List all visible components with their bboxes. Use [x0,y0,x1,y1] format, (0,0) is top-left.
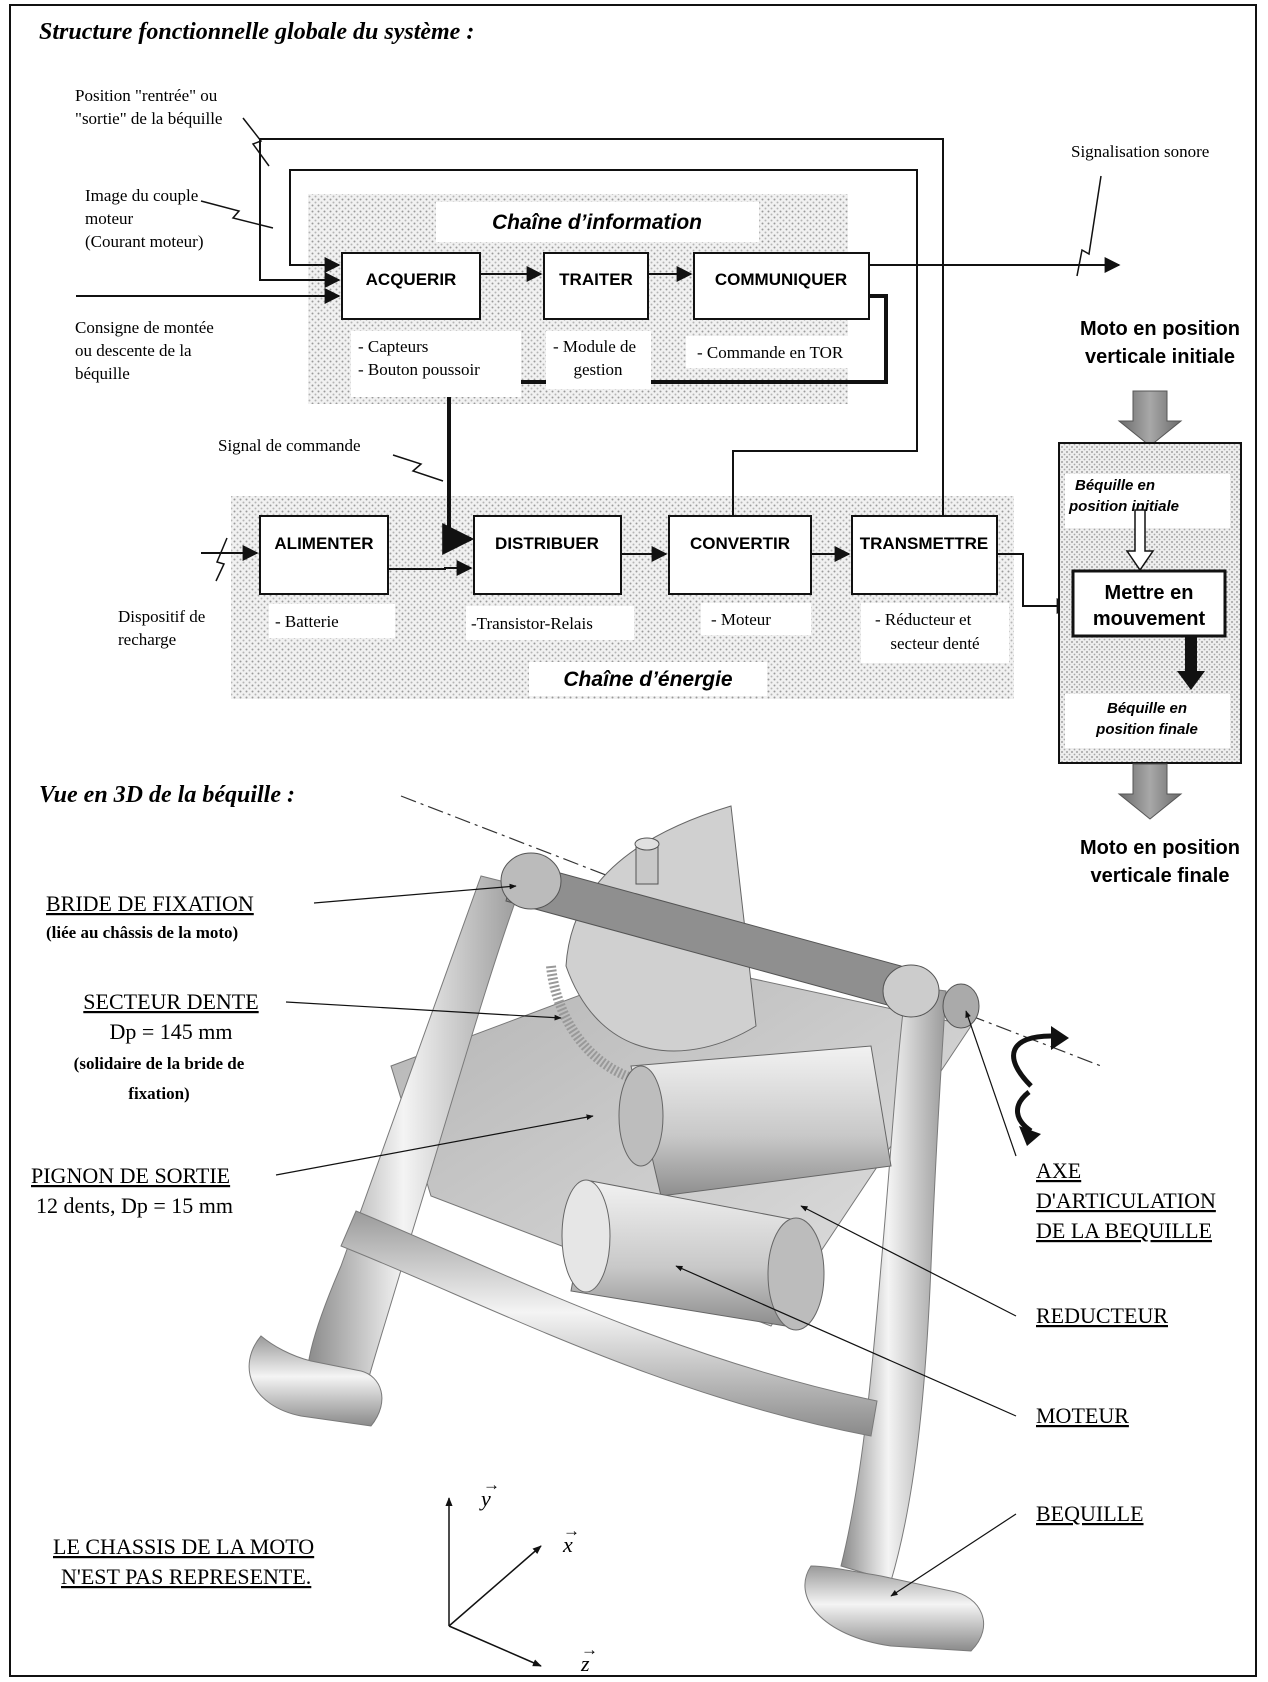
axe-line2: D'ARTICULATION [1036,1188,1216,1213]
input-consigne-line1: Consigne de montée [75,318,214,337]
secteur-dp: Dp = 145 mm [109,1019,232,1044]
lightning-marks [200,117,1102,582]
block-acquerir: ACQUERIR [341,252,481,320]
distribuer-label: DISTRIBUER [495,534,599,553]
bride-title: BRIDE DE FIXATION [46,891,254,916]
kickstand-3d-illustration [248,795,1102,1652]
traiter-component-2: gestion [573,360,623,379]
process-hollow-arrow [1125,509,1155,572]
axis-z-label: z [580,1651,590,1676]
document-page: Structure fonctionnelle globale du systè… [9,4,1257,1677]
block-traiter: TRAITER [543,252,649,320]
process-action-line2: mouvement [1093,608,1206,630]
signal-commande-label: Signal de commande [218,436,361,455]
information-chain-title-box [436,202,759,242]
process-action-line1: Mettre en [1105,582,1194,604]
axis-x-vector-mark: → [563,1521,580,1540]
transmettre-component-1: - Réducteur et [875,610,972,629]
secteur-sub-line1: (solidaire de la bride de [74,1054,245,1073]
communiquer-component-1: - Commande en TOR [697,343,844,362]
moteur-label: MOTEUR [1036,1403,1129,1428]
transmettre-components-box [861,603,1009,663]
transmettre-label: TRANSMETTRE [860,534,988,553]
input-consigne-line2: ou descente de la [75,341,192,360]
chassis-line1: LE CHASSIS DE LA MOTO [53,1534,314,1559]
input-position-line1: Position "rentrée" ou [75,86,218,105]
information-chain-title: Chaîne d’information [492,211,702,234]
process-final-box [1065,694,1230,748]
process-solid-arrow [1177,636,1205,690]
input-couple-line2: moteur [85,209,133,228]
energy-chain-title-box [529,662,767,696]
process-final-line2: position finale [1095,721,1198,738]
chassis-line2: N'EST PAS REPRESENTE. [61,1564,311,1589]
convertir-components-box [701,603,811,635]
input-consigne-line3: béquille [75,364,130,383]
diagram-canvas: Structure fonctionnelle globale du systè… [31,19,1242,1676]
convertir-label: CONVERTIR [690,534,790,553]
traiter-component-1: - Module de [553,337,636,356]
process-initial-line1: Béquille en [1075,477,1155,494]
secteur-sub-line2: fixation) [128,1084,189,1103]
block-alimenter: ALIMENTER [259,515,389,595]
process-top-line2: verticale initiale [1085,346,1235,368]
reducteur-label: REDUCTEUR [1036,1303,1168,1328]
communiquer-components-box [686,336,878,368]
alimenter-component-1: - Batterie [275,612,339,631]
axis-z-vector-mark: → [581,1640,598,1659]
axe-line3: DE LA BEQUILLE [1036,1218,1212,1243]
process-initial-box [1065,474,1230,528]
structure-title: Structure fonctionnelle globale du systè… [39,19,474,45]
convertir-component-1: - Moteur [711,610,771,629]
process-top-line1: Moto en position [1080,318,1240,340]
coordinate-axes [445,1497,542,1667]
axis-y-vector-mark: → [483,1475,500,1494]
distribuer-component-1: -Transistor-Relais [471,614,593,633]
block-distribuer: DISTRIBUER [473,515,622,595]
acquerir-component-1: - Capteurs [358,337,428,356]
alimenter-components-box [269,604,395,638]
bride-subtitle: (liée au châssis de la moto) [46,923,238,942]
block-convertir: CONVERTIR [668,515,812,595]
transmettre-component-2: secteur denté [890,634,979,653]
input-recharge-line2: recharge [118,630,176,649]
pignon-title: PIGNON DE SORTIE [31,1163,230,1188]
alimenter-label: ALIMENTER [274,534,373,553]
block-transmettre: TRANSMETTRE [851,515,998,595]
acquerir-components-box [351,331,521,397]
communiquer-label: COMMUNIQUER [715,270,847,289]
process-down-arrow-top [1117,390,1183,447]
acquerir-label: ACQUERIR [366,270,457,289]
axis-x-label: x [562,1532,573,1557]
signalisation-sonore-label: Signalisation sonore [1071,142,1209,161]
input-recharge-line1: Dispositif de [118,607,205,626]
pignon-sub: 12 dents, Dp = 15 mm [36,1193,233,1218]
process-bottom-line1: Moto en position [1080,837,1240,859]
input-position-line2: "sortie" de la béquille [75,109,222,128]
process-down-arrow-bottom [1117,763,1183,820]
distribuer-components-box [466,606,634,640]
traiter-label: TRAITER [559,270,633,289]
view3d-title: Vue en 3D de la béquille : [39,782,295,808]
bequille-label: BEQUILLE [1036,1501,1144,1526]
input-couple-line3: (Courant moteur) [85,232,204,251]
process-initial-line2: position initiale [1068,498,1179,515]
traiter-components-box [546,331,651,389]
secteur-title: SECTEUR DENTE [83,989,258,1014]
input-couple-line1: Image du couple [85,186,198,205]
energy-chain-title: Chaîne d’énergie [563,668,733,691]
process-bottom-line2: verticale finale [1091,865,1230,887]
process-final-line1: Béquille en [1107,700,1187,717]
command-signal-line [442,294,888,555]
acquerir-component-2: - Bouton poussoir [358,360,480,379]
axe-line1: AXE [1036,1158,1081,1183]
block-communiquer: COMMUNIQUER [693,252,870,320]
label-leaders [275,883,1017,1597]
axis-y-label: y [479,1486,491,1511]
process-action-box [1071,569,1227,638]
